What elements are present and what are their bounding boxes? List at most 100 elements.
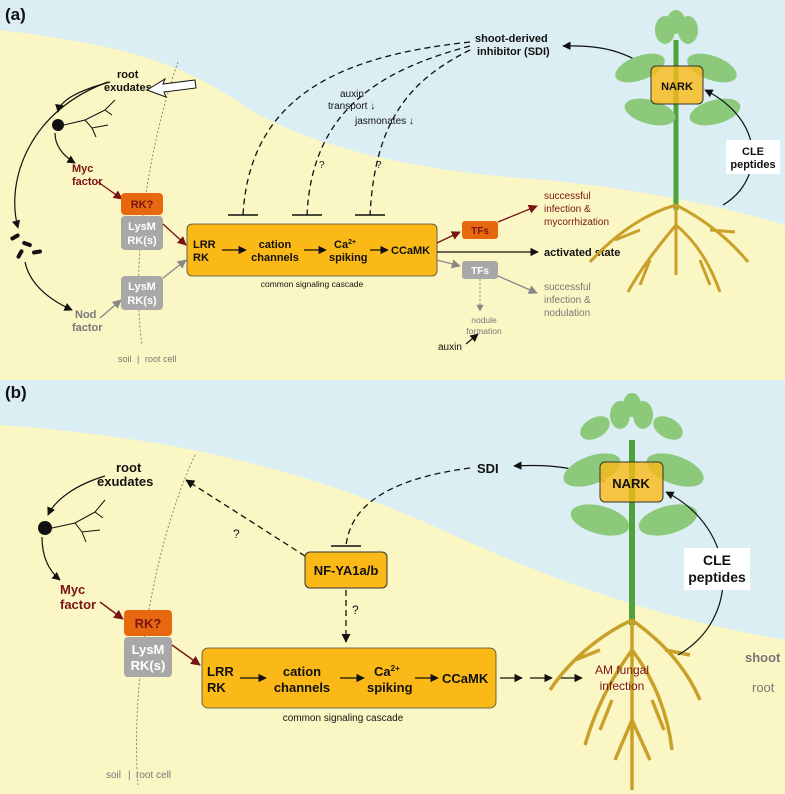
panel-b-arrow-myc-to-rk	[99, 601, 124, 620]
panel-b-root-label: root	[752, 680, 775, 695]
panel-a-auxin-transport-line2: transport ↓	[328, 101, 375, 112]
panel-a-tfs-box-1	[462, 221, 498, 239]
panel-a-arrow-nod-to-lysm	[99, 299, 122, 319]
panel-a-outcome-nod-line1: successful	[544, 282, 591, 293]
panel-a-divider: |	[137, 354, 139, 364]
panel-a-root-exudates-line1: root	[117, 69, 139, 81]
panel-a-nod-factor-line2: factor	[72, 322, 103, 334]
panel-a-bacteria-icon	[10, 233, 42, 259]
panel-a-arrow-tfs1-to-myc	[497, 204, 538, 223]
panel-b-rk-label: RK?	[135, 616, 162, 631]
panel-a-fungus-icon	[52, 99, 116, 138]
panel-b-dash-sdi-to-nfya	[345, 467, 471, 547]
panel-a-label: (a)	[5, 5, 26, 24]
panel-a-soil	[0, 30, 785, 380]
panel-a-lrr-line2: RK	[193, 252, 209, 264]
panel-a-spiking-label: spiking	[329, 252, 368, 264]
panel-a-activated-state: activated state	[544, 247, 620, 259]
panel-a-myc-factor-line1: Myc	[72, 163, 93, 175]
panel-a-jasmonates: jasmonates ↓	[354, 116, 414, 127]
panel-a-auxin-transport-line1: auxin	[340, 89, 364, 100]
panel-a-nod-factor-line1: Nod	[75, 309, 96, 321]
panel-b-cle-line2: peptides	[688, 569, 746, 585]
panel-b-cation-line2: channels	[274, 680, 330, 695]
panel-a-arrow-ccamk-to-tfs2	[436, 259, 461, 269]
panel-a-arrow-myc-to-rk	[97, 181, 123, 200]
panel-a-question-1: ?	[319, 160, 325, 171]
panel-a-cascade-caption: common signaling cascade	[261, 279, 364, 289]
panel-a-cell-wall	[137, 61, 179, 346]
panel-a-lysm-box-2	[121, 276, 163, 310]
panel-a-tfs-2-label: TFs	[471, 266, 489, 277]
panel-a: (a) soil | root cell root exudates Myc f…	[5, 5, 780, 364]
panel-a-ccamk-label: CCaMK	[391, 245, 430, 257]
panel-a-sdi-line1: shoot-derived	[475, 33, 548, 45]
panel-b-dash-nfya-to-exudates	[185, 479, 306, 557]
panel-b: (b) soil | root cell root exudates Myc f…	[5, 383, 781, 790]
panel-a-arrow-exudates-to-bacteria	[11, 81, 109, 229]
panel-a-arrow-ccamk-to-tfs1	[436, 231, 461, 244]
panel-a-rk-box	[121, 193, 163, 215]
panel-b-spiking-label: spiking	[367, 680, 413, 695]
panel-b-root-exudates-line2: exudates	[97, 474, 153, 489]
panel-a-outcome-nod-line3: nodulation	[544, 308, 590, 319]
panel-a-soil-label: soil	[118, 354, 132, 364]
panel-a-root-exudates-line2: exudates	[104, 82, 152, 94]
panel-a-arrow-bacteria-to-nod	[24, 261, 73, 311]
panel-b-cle-line1: CLE	[703, 552, 731, 568]
panel-a-lysm-2-line2: RK(s)	[127, 295, 157, 307]
panel-b-soil-label: soil	[106, 770, 121, 781]
panel-b-myc-factor-line2: factor	[60, 597, 96, 612]
panel-a-outcome-myc-line2: infection &	[544, 204, 591, 215]
panel-b-cascade-caption: common signaling cascade	[283, 713, 404, 724]
panel-b-root-cell-label: root cell	[136, 770, 171, 781]
panel-a-arrow-lysm-to-cascade	[162, 259, 187, 279]
panel-a-nodule-line2: formation	[466, 326, 502, 336]
panel-b-myc-factor-line1: Myc	[60, 582, 85, 597]
panel-a-arrow-fungus-to-myc	[54, 132, 76, 164]
panel-a-outcome-myc-line1: successful	[544, 191, 591, 202]
panel-b-am-fungal-line2: infection	[600, 679, 645, 693]
panel-a-question-2: ?	[376, 160, 382, 171]
panel-b-label: (b)	[5, 383, 27, 402]
panel-b-arrow-exudates-to-fungus	[47, 475, 106, 516]
panel-b-lrr-line1: LRR	[207, 664, 234, 679]
panel-a-nark-box	[650, 65, 704, 105]
panel-b-rk-box	[124, 610, 172, 636]
panel-a-cation-line2: channels	[251, 252, 299, 264]
panel-b-lysm-line2: RK(s)	[131, 658, 166, 673]
panel-a-tfs-1-label: TFs	[471, 226, 489, 237]
panel-b-lysm-line1: LysM	[132, 642, 165, 657]
panel-a-lysm-2-line1: LysM	[128, 281, 156, 293]
panel-a-cle-line1: CLE	[742, 146, 764, 158]
panel-b-nark-box	[599, 461, 664, 503]
panel-a-cation-line1: cation	[259, 239, 292, 251]
panel-a-arrow-tfs2-to-nod	[497, 275, 538, 294]
panel-b-soil	[0, 425, 785, 794]
panel-b-arrow-rk-to-cascade	[171, 644, 201, 666]
panel-a-exudate-block-arrow	[145, 77, 197, 98]
panel-a-ca-label: Ca2+	[334, 239, 356, 251]
panel-a-dash-sdi-2	[306, 45, 471, 216]
panel-b-question-1: ?	[233, 527, 240, 541]
panel-a-lysm-box-1	[121, 216, 163, 250]
panel-b-shoot-label: shoot	[745, 650, 781, 665]
panel-a-arrow-rk-to-cascade	[162, 223, 187, 246]
panel-a-cle-line2: peptides	[730, 159, 775, 171]
panel-b-background	[0, 380, 785, 794]
panel-a-auxin: auxin	[438, 342, 462, 353]
panel-b-lysm-box	[124, 637, 172, 677]
panel-a-outcome-myc-line3: mycorrhization	[544, 217, 609, 228]
panel-a-cle-bg	[726, 140, 780, 174]
panel-a-myc-factor-line2: factor	[72, 176, 103, 188]
panel-b-divider: |	[128, 770, 131, 781]
panel-b-am-fungal-line1: AM fungal	[595, 663, 649, 677]
panel-a-lysm-1-line2: RK(s)	[127, 235, 157, 247]
panel-a-dash-sdi-3	[369, 49, 471, 216]
panel-b-cle-bg	[684, 548, 750, 590]
panel-b-question-2: ?	[352, 603, 359, 617]
panel-a-background	[0, 0, 785, 380]
panel-b-nfya-box	[304, 551, 388, 589]
panel-b-ccamk-label: CCaMK	[442, 671, 489, 686]
